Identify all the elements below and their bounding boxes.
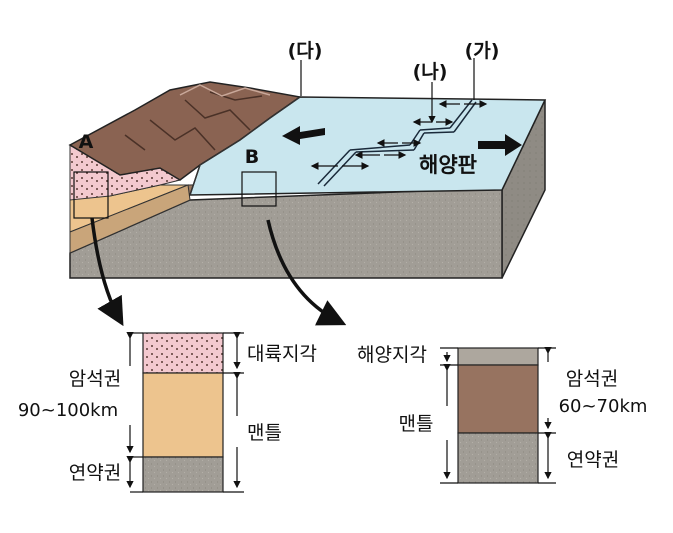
column-b-asthenosphere-label: 연약권 [567, 449, 619, 471]
label-b: B [245, 146, 259, 168]
column-a-asthenosphere [142, 456, 224, 493]
column-b-lithosphere-mantle [457, 364, 539, 434]
column-a-lithosphere-label: 암석권 [69, 368, 121, 390]
label-na: (나) [413, 61, 448, 83]
column-b: 해양지각 맨틀 암석권 60~70km 연약권 [357, 344, 648, 484]
spreading-arrows [310, 100, 488, 170]
column-a-asthenosphere-label: 연약권 [69, 462, 121, 484]
column-a-lithosphere-mantle [142, 372, 224, 458]
arrow-b-to-column [266, 219, 347, 326]
mid-ocean-ridge [317, 99, 477, 187]
column-a-mantle-label: 맨틀 [247, 422, 282, 444]
label-da: (다) [288, 40, 323, 62]
label-a: A [79, 131, 94, 153]
column-a-crust [142, 332, 224, 374]
column-b-crust [457, 347, 539, 366]
region-box-b [241, 171, 277, 207]
block-diagram: (다) (나) (가) A B 해양판 [68, 40, 547, 327]
column-a-lithosphere-thickness: 90~100km [18, 400, 118, 421]
plate-motion-left-arrow [282, 126, 325, 145]
plate-motion-right-arrow [478, 134, 522, 156]
arrow-a-to-column [90, 217, 124, 327]
column-b-asthenosphere [457, 432, 539, 484]
column-a: 암석권 90~100km 연약권 대륙지각 맨틀 [18, 332, 317, 493]
column-b-lithosphere-label: 암석권 [566, 368, 618, 390]
region-box-a [73, 171, 109, 219]
column-b-mantle-label: 맨틀 [399, 413, 434, 435]
label-ga: (가) [465, 40, 500, 62]
column-b-crust-label: 해양지각 [357, 344, 427, 366]
column-b-lithosphere-thickness: 60~70km [559, 396, 648, 417]
column-a-crust-label: 대륙지각 [247, 343, 317, 365]
ocean-plate-label: 해양판 [419, 153, 477, 177]
